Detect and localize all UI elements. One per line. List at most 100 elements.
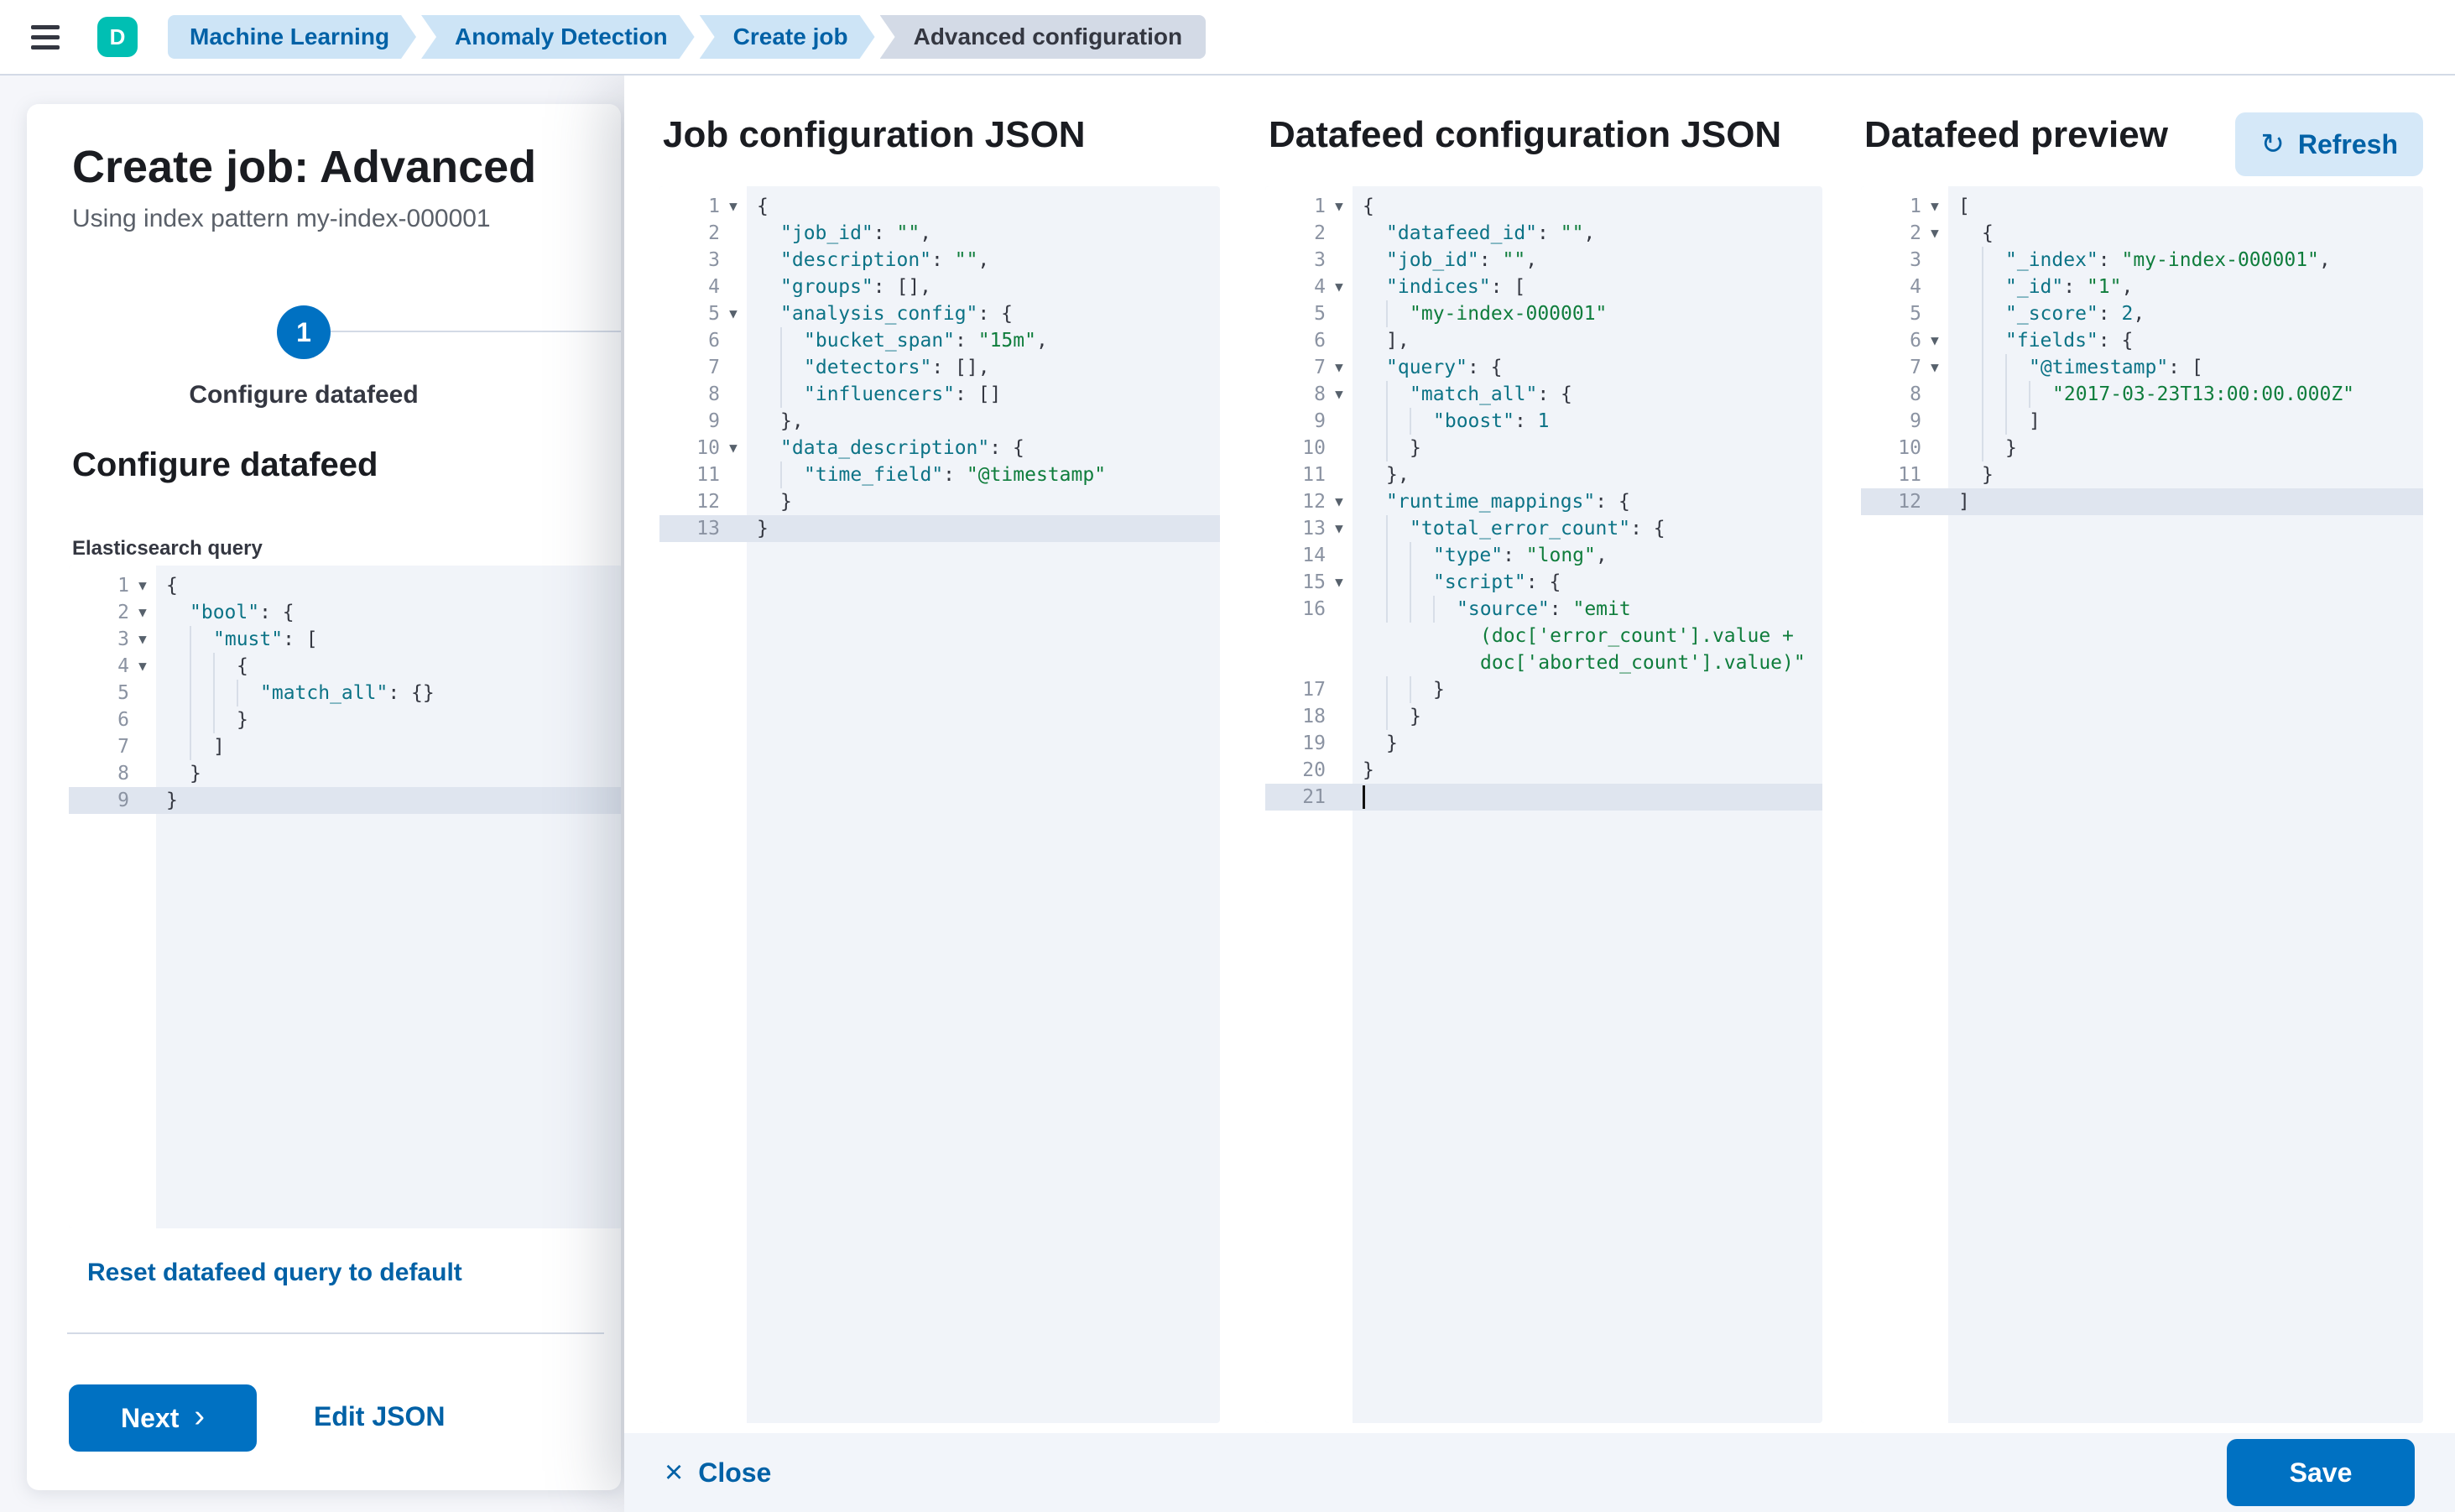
fold-toggle-icon[interactable]: ▼ <box>1931 359 1939 375</box>
fold-toggle-icon[interactable]: ▼ <box>1335 198 1343 214</box>
line-number: 1 <box>117 575 129 597</box>
fold-spacer <box>1326 730 1353 757</box>
line-number: 2 <box>708 222 720 244</box>
fold-toggle-icon[interactable]: ▼ <box>138 658 147 674</box>
fold-spacer <box>720 515 747 542</box>
code-line: 15▼"script": { <box>1265 569 1822 596</box>
save-button[interactable]: Save <box>2227 1439 2415 1506</box>
line-number: 8 <box>708 383 720 405</box>
line-number: 3 <box>1910 249 1921 271</box>
breadcrumb-create-job[interactable]: Create job <box>700 15 875 59</box>
datafeed-configuration-column: Datafeed configuration JSON 1▼{2"datafee… <box>1265 76 1822 1512</box>
code-line: doc['aborted_count'].value)" <box>1265 649 1822 676</box>
next-button[interactable]: Next › <box>69 1384 257 1452</box>
editor-gutter <box>69 566 156 1228</box>
fold-toggle-icon[interactable]: ▼ <box>1335 493 1343 509</box>
code-text <box>1353 784 1365 811</box>
job-configuration-editor[interactable]: 1▼{2"job_id": "",3"description": "",4"gr… <box>659 186 1220 1423</box>
line-number: 3 <box>117 628 129 650</box>
code-text: } <box>156 706 248 733</box>
code-line: 9} <box>69 787 621 814</box>
fold-toggle-icon[interactable]: ▼ <box>1931 198 1939 214</box>
fold-spacer <box>1326 300 1353 327</box>
code-line: 5 "my-index-000001" <box>1265 300 1822 327</box>
code-text: ] <box>1958 491 1970 513</box>
code-text: } <box>1363 759 1374 781</box>
line-number: 9 <box>1314 410 1326 432</box>
fold-toggle-icon[interactable]: ▼ <box>1335 279 1343 295</box>
code-line: 9] <box>1861 408 2423 435</box>
fold-toggle-icon[interactable]: ▼ <box>1931 225 1939 241</box>
refresh-button-label: Refresh <box>2297 128 2398 159</box>
fold-toggle-icon[interactable]: ▼ <box>729 305 738 321</box>
step-1-indicator[interactable]: 1 <box>277 305 331 359</box>
fold-toggle-icon[interactable]: ▼ <box>729 198 738 214</box>
fold-spacer <box>1921 300 1948 327</box>
fold-toggle-icon[interactable]: ▼ <box>138 604 147 620</box>
line-number: 6 <box>708 330 720 352</box>
code-text: doc['aborted_count'].value)" <box>1480 652 1806 674</box>
section-title: Configure datafeed <box>72 446 378 483</box>
next-button-label: Next <box>120 1402 180 1433</box>
edit-json-button[interactable]: Edit JSON <box>314 1401 446 1431</box>
code-line: 9}, <box>659 408 1220 435</box>
code-text: "my-index-000001" <box>1353 300 1607 327</box>
menu-icon[interactable] <box>13 0 77 75</box>
fold-spacer <box>129 733 156 760</box>
line-number: 12 <box>1302 491 1326 513</box>
code-text: "analysis_config": { <box>780 303 1013 325</box>
fold-toggle-icon[interactable]: ▼ <box>1335 386 1343 402</box>
code-line: 7▼"query": { <box>1265 354 1822 381</box>
space-avatar[interactable]: D <box>97 17 138 57</box>
elasticsearch-query-editor[interactable]: 1▼{2▼"bool": {3▼"must": [4▼{5"match_all"… <box>69 566 621 1228</box>
breadcrumb-machine-learning[interactable]: Machine Learning <box>168 15 416 59</box>
fold-spacer <box>1921 247 1948 274</box>
fold-toggle-icon[interactable]: ▼ <box>1335 520 1343 536</box>
code-line: 11"time_field": "@timestamp" <box>659 461 1220 488</box>
datafeed-configuration-editor[interactable]: 1▼{2"datafeed_id": "",3"job_id": "",4▼"i… <box>1265 186 1822 1423</box>
fold-toggle-icon[interactable]: ▼ <box>1335 574 1343 590</box>
fold-toggle-icon[interactable]: ▼ <box>138 577 147 593</box>
fold-toggle-icon[interactable]: ▼ <box>1931 332 1939 348</box>
line-number: 2 <box>117 602 129 623</box>
code-text: { <box>757 196 769 217</box>
fold-toggle-icon[interactable]: ▼ <box>1335 359 1343 375</box>
line-number: 10 <box>696 437 720 459</box>
code-line: 10} <box>1861 435 2423 461</box>
code-text: }, <box>780 410 804 432</box>
code-line: 2▼{ <box>1861 220 2423 247</box>
code-line: 18} <box>1265 703 1822 730</box>
line-number: 7 <box>117 736 129 758</box>
datafeed-preview-editor[interactable]: 1▼[2▼{3"_index": "my-index-000001",4"_id… <box>1861 186 2423 1423</box>
line-number: 6 <box>117 709 129 731</box>
line-number: 13 <box>1302 518 1326 540</box>
code-text: { <box>1982 222 1994 244</box>
step-1-label[interactable]: Configure datafeed <box>189 381 419 409</box>
close-button[interactable]: × Close <box>665 1457 771 1489</box>
line-number: 3 <box>708 249 720 271</box>
breadcrumb-anomaly-detection[interactable]: Anomaly Detection <box>421 15 695 59</box>
fold-toggle-icon[interactable]: ▼ <box>729 440 738 456</box>
reset-datafeed-query-button[interactable]: Reset datafeed query to default <box>87 1259 462 1286</box>
code-text: { <box>166 575 178 597</box>
code-text: "_id": "1", <box>1948 274 2133 300</box>
fold-spacer <box>720 381 747 408</box>
fold-toggle-icon[interactable]: ▼ <box>138 631 147 647</box>
line-number: 5 <box>1314 303 1326 325</box>
fold-spacer <box>720 247 747 274</box>
fold-spacer <box>1921 488 1948 515</box>
fold-spacer <box>1326 542 1353 569</box>
line-number: 12 <box>1898 491 1921 513</box>
line-number: 5 <box>1910 303 1921 325</box>
code-line: 3 "description": "", <box>659 247 1220 274</box>
fold-spacer <box>720 220 747 247</box>
code-text: { <box>156 653 248 680</box>
line-number: 6 <box>1314 330 1326 352</box>
line-number: 16 <box>1302 598 1326 620</box>
code-text: "description": "", <box>780 249 990 271</box>
code-text: "total_error_count": { <box>1353 515 1665 542</box>
refresh-button[interactable]: ↻ Refresh <box>2235 112 2423 176</box>
fold-spacer <box>129 706 156 733</box>
code-line: 6], <box>1265 327 1822 354</box>
line-number: 10 <box>1302 437 1326 459</box>
